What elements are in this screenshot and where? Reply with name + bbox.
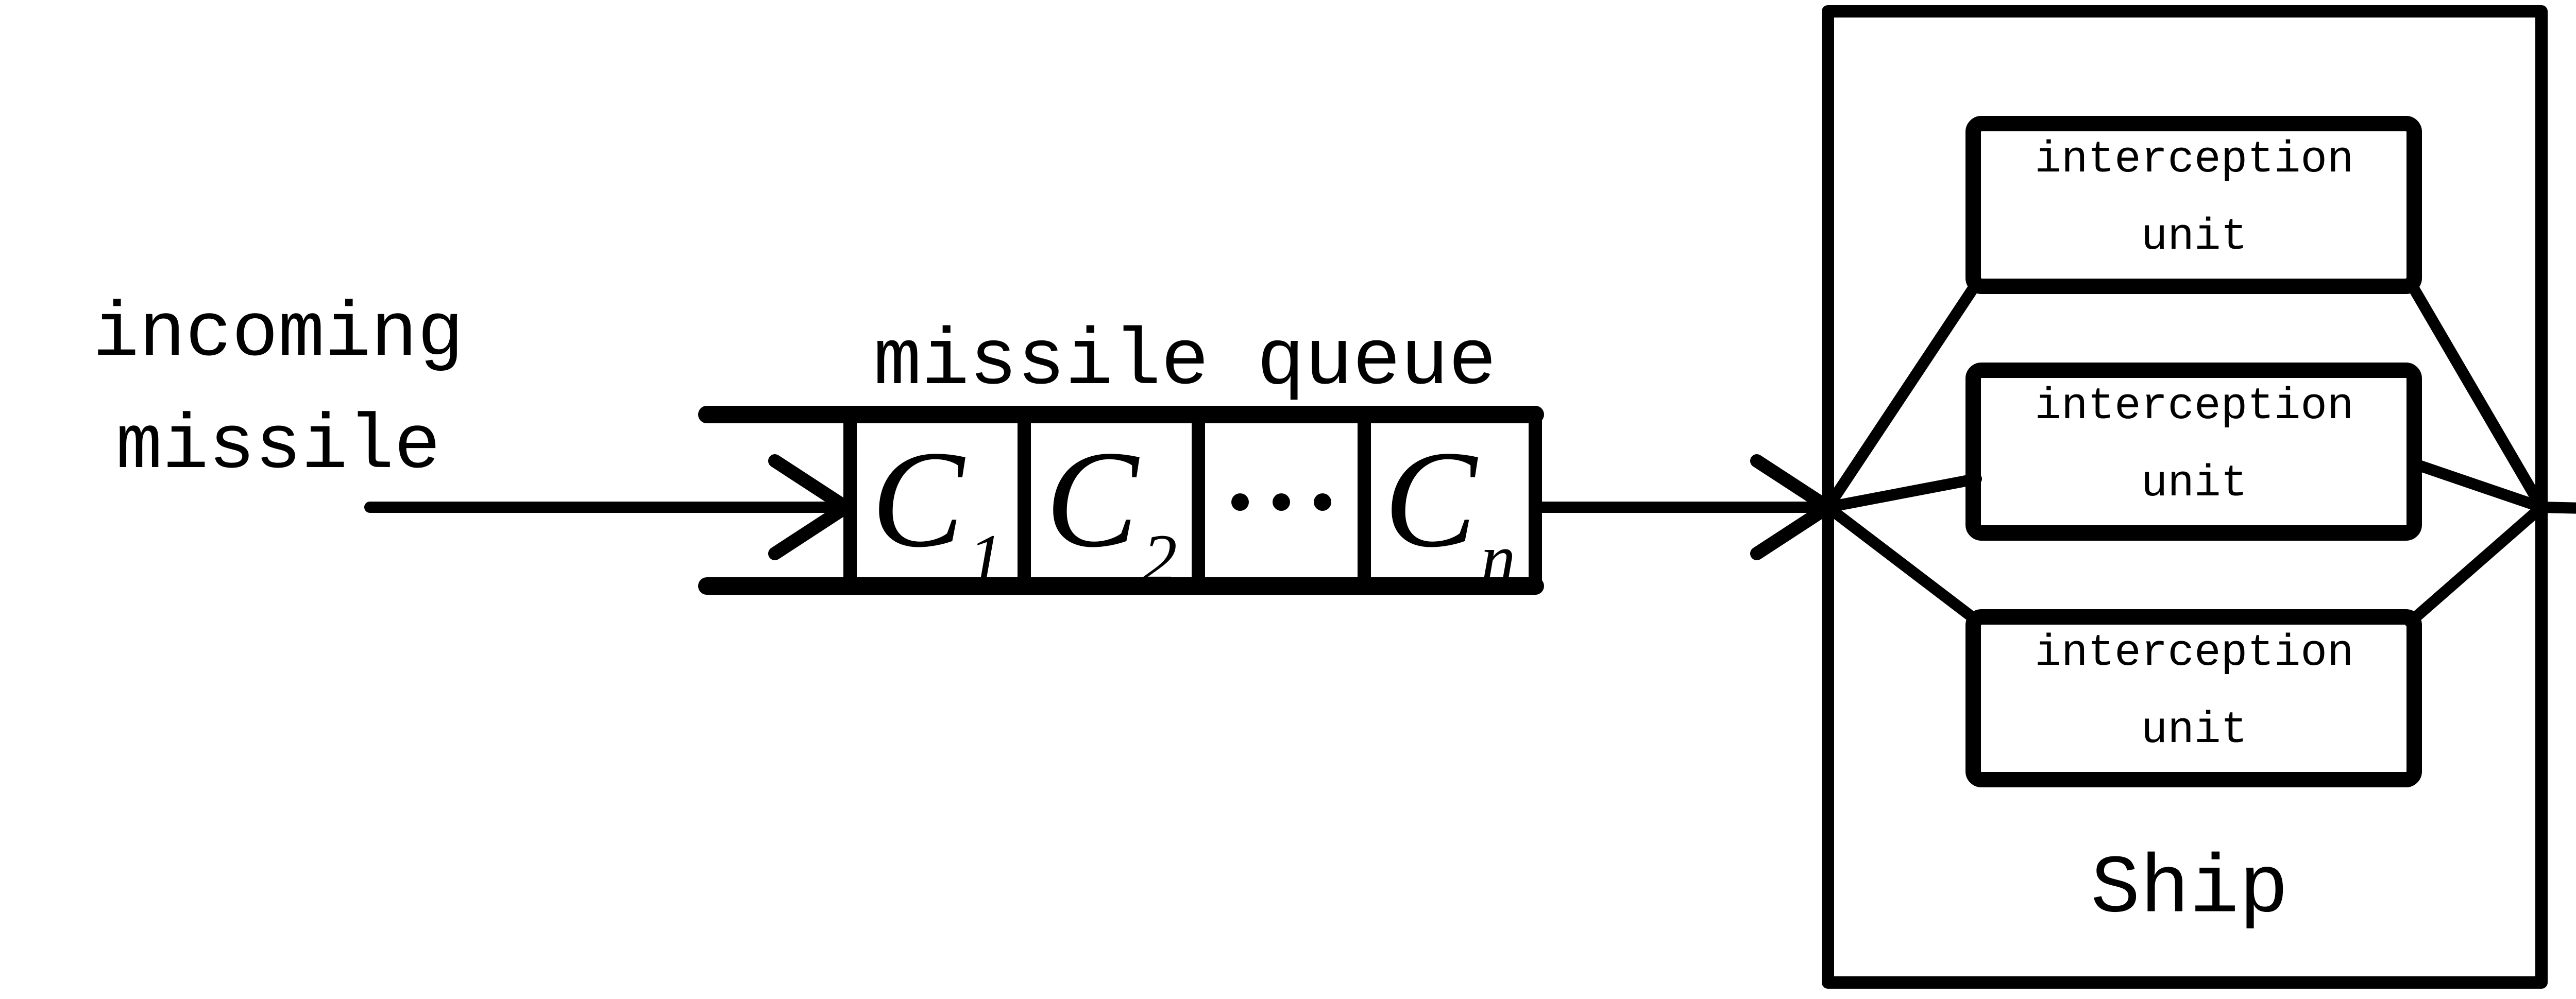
queue-title: missile queue [873,317,1496,407]
interception-unit-3-label-line1: interception [2035,628,2353,678]
interception-unit-3-label-line2: unit [2141,705,2247,755]
fan-out-line-bottom [1822,502,1983,627]
interception-unit-1-label-line2: unit [2141,212,2247,262]
ellipsis-dot [1273,493,1290,511]
queue-cell-label-c1: C1 [871,422,1003,597]
ship-label: Ship [2091,843,2289,937]
queue-ellipsis-icon [1231,493,1331,511]
fan-out-line-top [1822,277,1983,513]
interception-unit-2-label-line1: interception [2035,381,2353,432]
interception-unit-2-label-line2: unit [2141,458,2247,509]
interception-unit-box-1 [1965,116,2422,294]
interception-unit-box-3 [1965,609,2422,787]
source-label-line2: missile [116,403,440,491]
queue-cell-label-cn: Cn [1384,422,1516,597]
interception-unit-box-2 [1965,363,2422,541]
fan-in-line-middle [2408,458,2547,513]
source-label-line1: incoming [93,291,464,378]
fan-in-line-top [2404,277,2547,513]
ellipsis-dot [1231,493,1249,511]
ellipsis-dot [1314,493,1331,511]
queue-cell-label-c2: C2 [1045,422,1177,597]
interception-unit-1-label-line1: interception [2035,134,2353,185]
fan-out-line-middle [1822,473,1982,513]
fan-in-line-bottom [2404,502,2547,628]
